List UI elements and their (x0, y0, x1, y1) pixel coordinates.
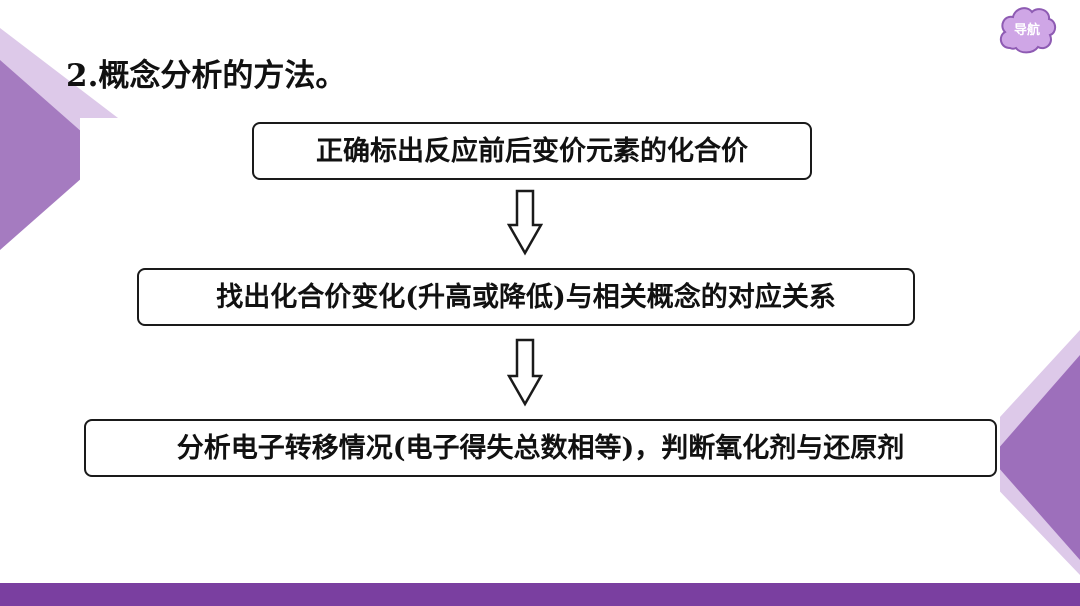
flow-step-2: 找出化合价变化(升高或降低)与相关概念的对应关系 (137, 268, 915, 326)
nav-button[interactable]: 导航 (996, 2, 1058, 56)
flow-step-3: 分析电子转移情况(电子得失总数相等)，判断氧化剂与还原剂 (84, 419, 997, 477)
down-arrow-icon (507, 338, 543, 407)
down-arrow-icon (507, 189, 543, 256)
left-purple-triangle (0, 60, 108, 250)
flow-step-1: 正确标出反应前后变价元素的化合价 (252, 122, 812, 180)
cloud-icon (999, 7, 1057, 54)
page-title: 2.概念分析的方法。 (66, 58, 347, 94)
flowchart: 正确标出反应前后变价元素的化合价 找出化合价变化(升高或降低)与相关概念的对应关… (80, 118, 1000, 498)
nav-label: 导航 (1013, 23, 1040, 38)
bottom-accent-bar (0, 583, 1080, 606)
right-purple-triangle (990, 355, 1080, 560)
